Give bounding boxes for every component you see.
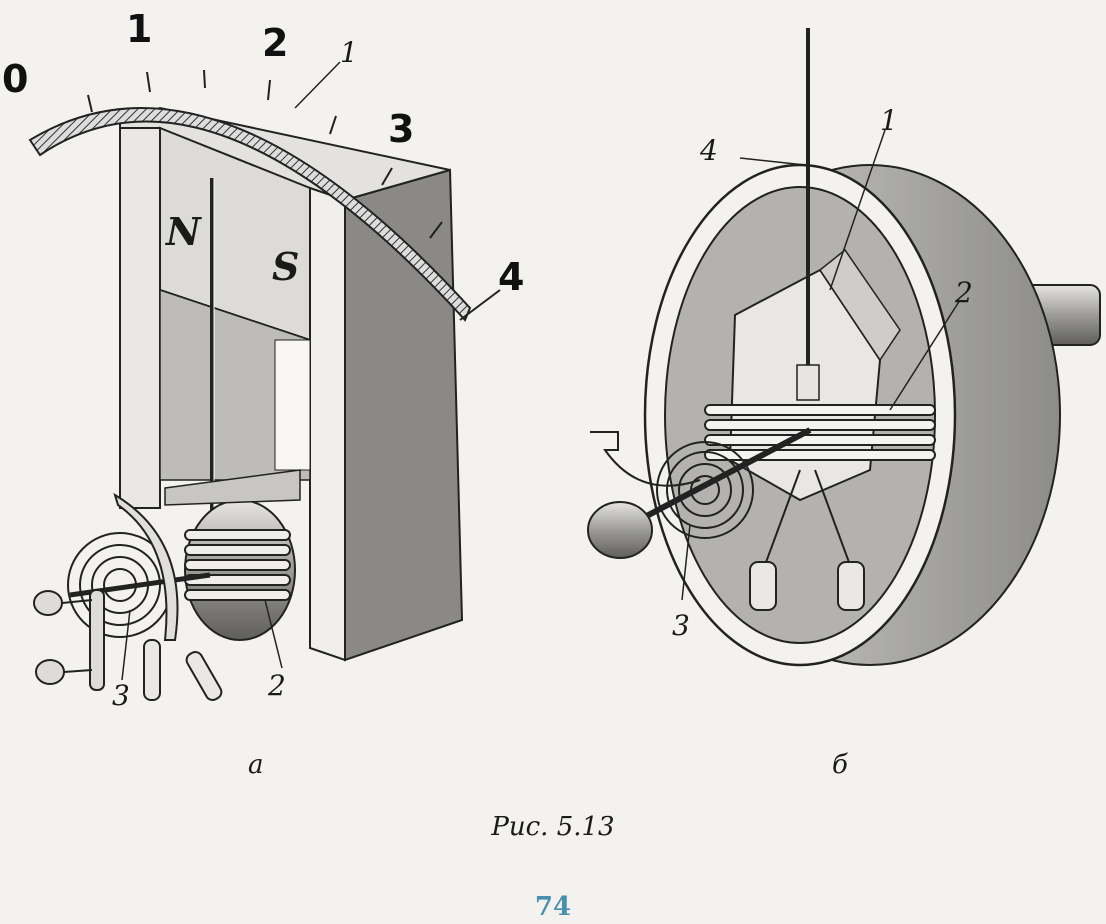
panel-a-instrument: N S (2, 7, 524, 712)
magnet-gap (159, 288, 311, 481)
scale-mark-0: 0 (2, 57, 28, 101)
coil-winding (184, 529, 291, 601)
callout-a-3: 3 (112, 679, 130, 712)
scale-mark-2: 2 (262, 21, 288, 65)
terminal-leads (143, 639, 223, 701)
south-pole-label: S (272, 244, 299, 289)
callout-a-1: 1 (340, 36, 358, 69)
magnet-left-leg (119, 127, 161, 509)
spiral-spring (67, 532, 173, 638)
scale-ticks (87, 69, 443, 239)
callout-b-3: 3 (672, 609, 690, 642)
figure-caption: Рис. 5.13 (491, 812, 615, 842)
terminal-legs (749, 469, 865, 611)
adjust-screws (33, 589, 105, 691)
panel-b-instrument: 4 1 2 3 (587, 28, 1101, 667)
panel-a-sublabel: а (248, 750, 264, 780)
scale-mark-4: 4 (498, 255, 524, 299)
magnet-right-leg (309, 186, 346, 662)
panel-b-sublabel: б (832, 750, 848, 780)
callout-a-2: 2 (267, 669, 286, 702)
scale-mark-3: 3 (388, 107, 414, 151)
page-number: 74 (534, 892, 572, 922)
counterweight (587, 501, 653, 559)
spiral-spring-b (656, 441, 754, 539)
callout-b-2: 2 (954, 276, 973, 309)
scale-arc (28, 107, 472, 322)
north-pole-label: N (165, 209, 202, 254)
callout-b-1: 1 (880, 104, 898, 137)
scale-mark-1: 1 (126, 7, 152, 51)
callout-b-4: 4 (699, 134, 718, 167)
